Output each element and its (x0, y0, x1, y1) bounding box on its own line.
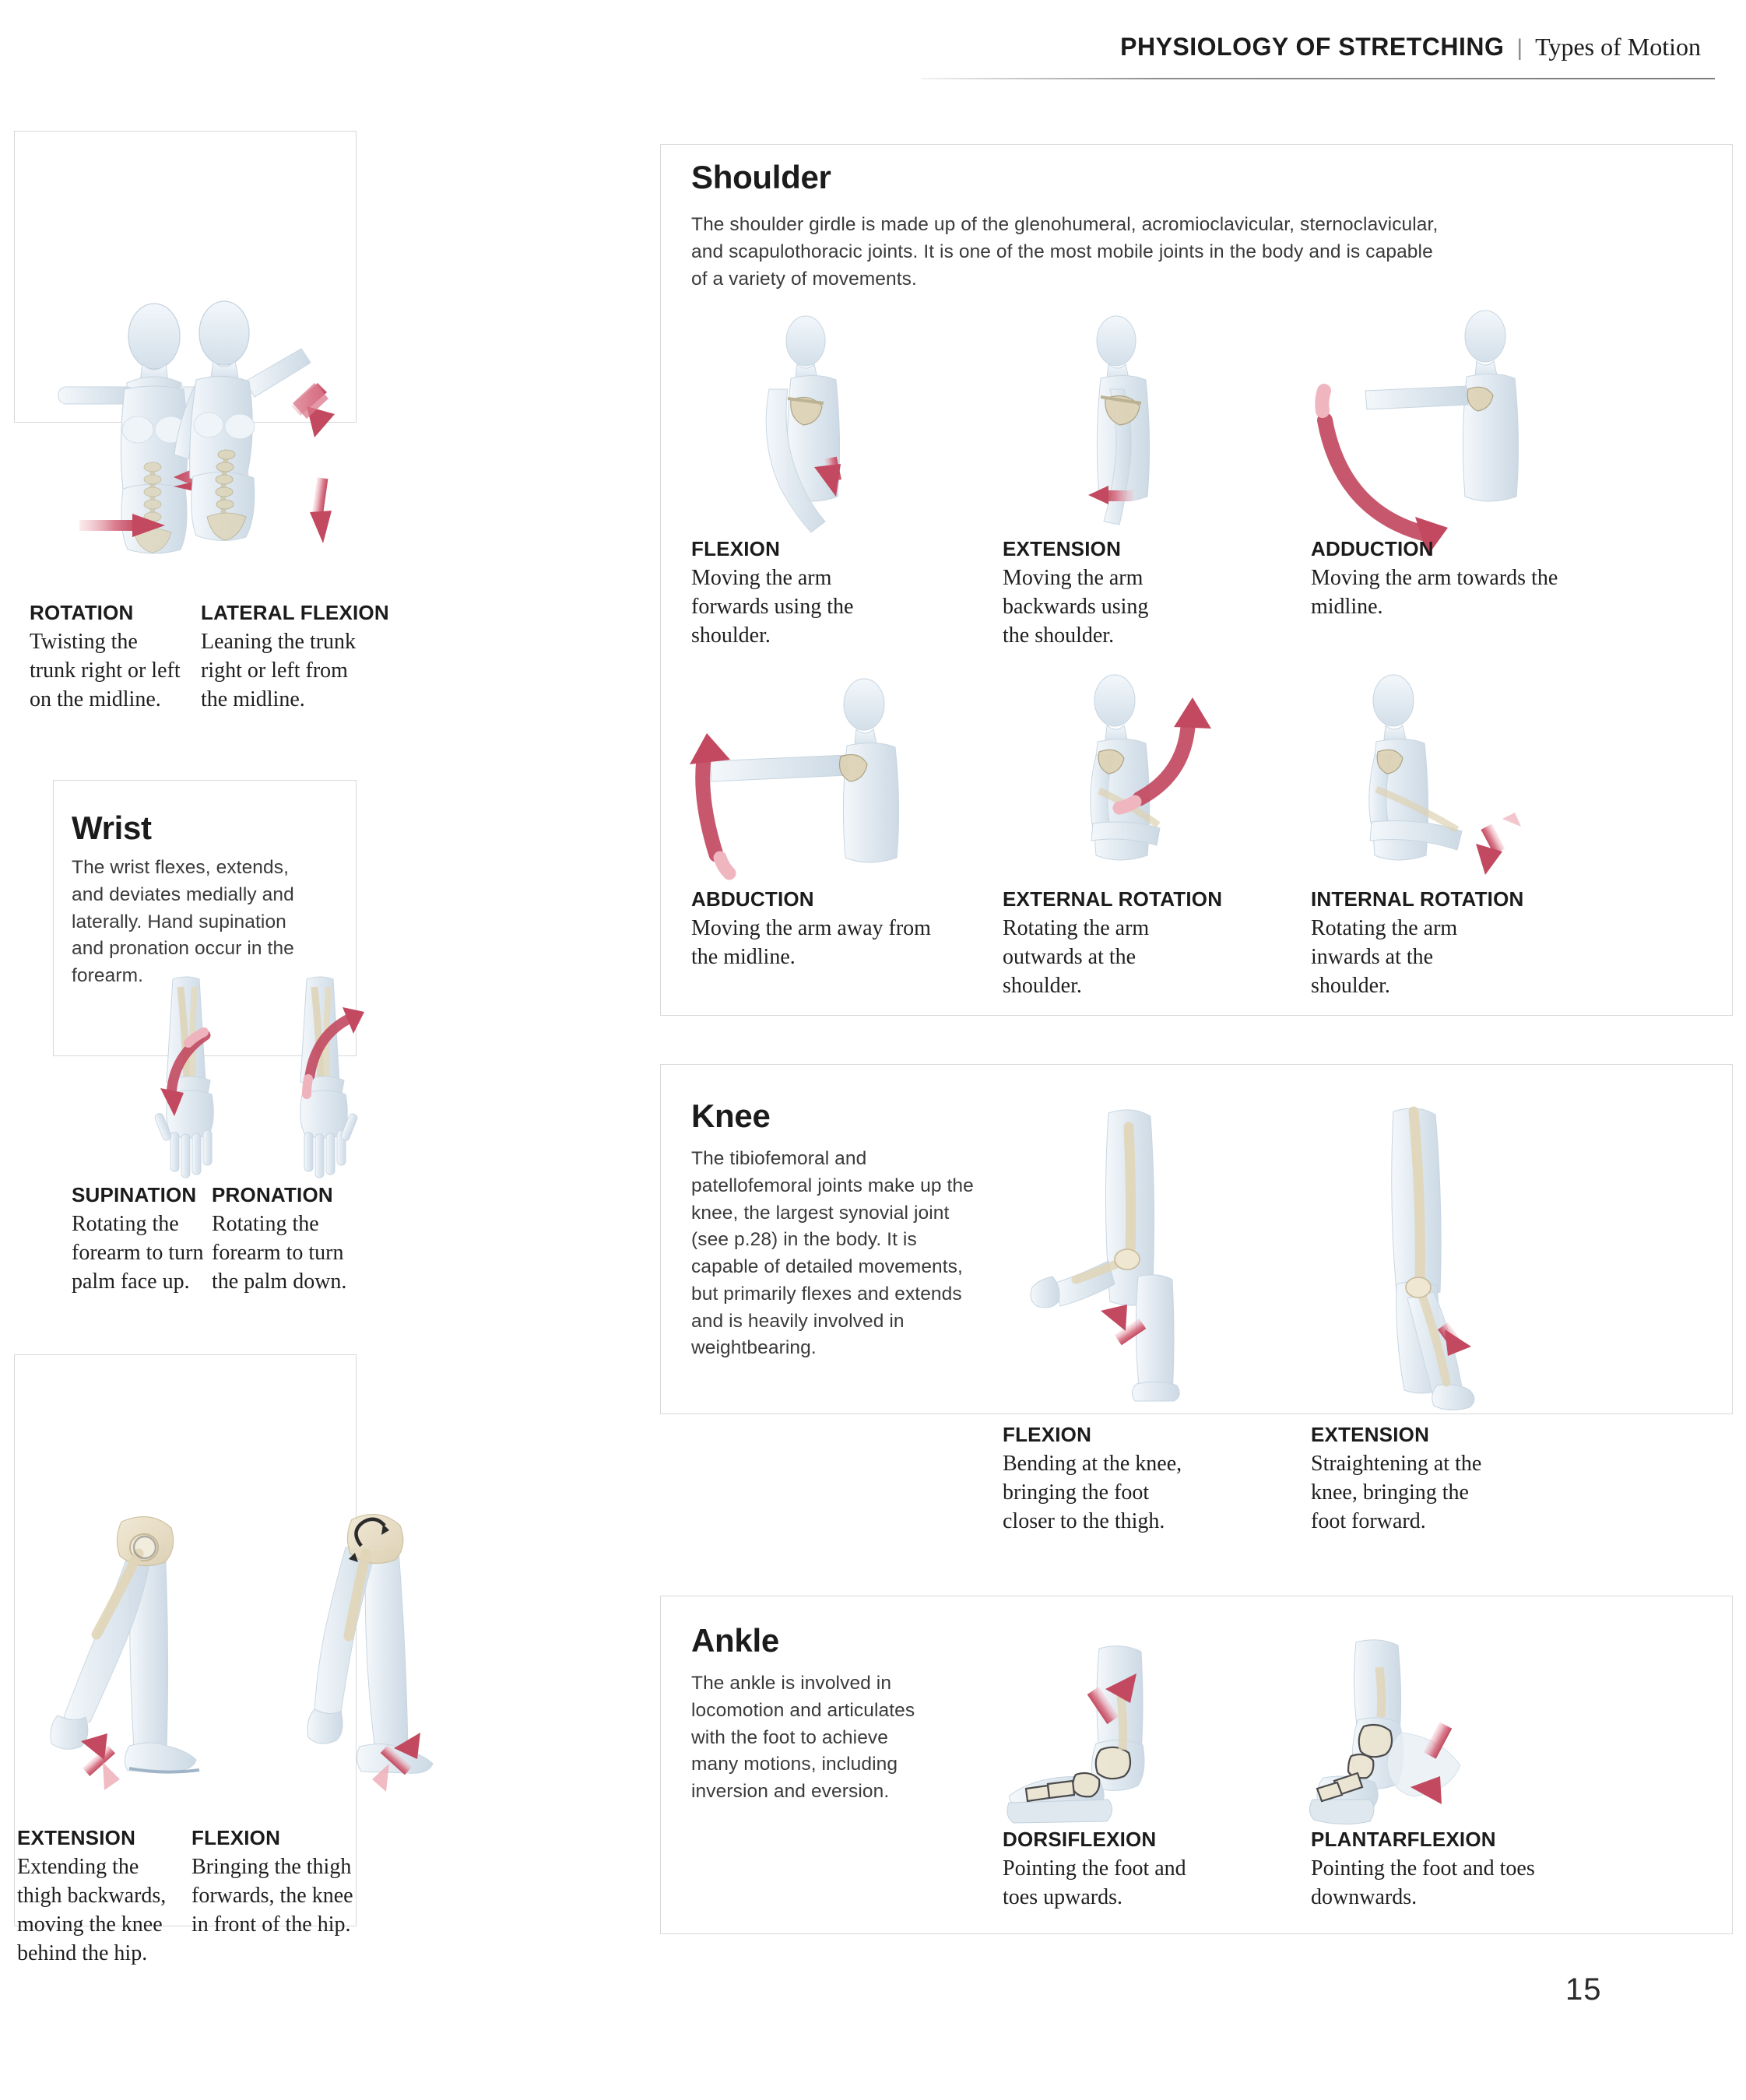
header-title: PHYSIOLOGY OF STRETCHING (1120, 33, 1505, 61)
caption-text: Moving the arm forwards using the should… (691, 566, 854, 648)
caption-knee-flexion: FLEXION Bending at the knee, bringing th… (1003, 1423, 1197, 1536)
page-header: PHYSIOLOGY OF STRETCHING | Types of Moti… (1120, 33, 1701, 61)
panel-trunk (14, 131, 357, 423)
caption-text: Rotating the forearm to turn palm face u… (72, 1212, 204, 1294)
header-separator: | (1516, 35, 1523, 61)
ankle-description: The ankle is involved in locomotion and … (691, 1673, 915, 1803)
caption-title: EXTERNAL ROTATION (1003, 887, 1223, 911)
arrow-up-right (372, 1733, 420, 1792)
caption-knee-extension: EXTENSION Straightening at the knee, bri… (1311, 1423, 1509, 1536)
caption-title: SUPINATION (72, 1183, 197, 1206)
caption-wrist-pronation: PRONATION Rotating the forearm to turn t… (212, 1183, 350, 1297)
header-subtitle: Types of Motion (1535, 33, 1701, 61)
panel-ankle (660, 1596, 1733, 1934)
caption-hip-extension: EXTENSION Extending the thigh backwards,… (17, 1826, 184, 1968)
shoulder-description: The shoulder girdle is made up of the gl… (691, 214, 1439, 290)
caption-title: LATERAL FLEXION (201, 601, 389, 624)
caption-text: Leaning the trunk right or left from the… (201, 630, 357, 711)
caption-title: FLEXION (1003, 1423, 1092, 1446)
caption-text: Moving the arm away from the midline. (691, 916, 931, 969)
arrow-left-upper (174, 465, 249, 496)
caption-title: FLEXION (191, 1826, 281, 1849)
panel-knee (660, 1064, 1733, 1414)
shoulder-heading: Shoulder (691, 159, 831, 195)
caption-text: Moving the arm towards the midline. (1311, 566, 1558, 619)
caption-title: FLEXION (691, 537, 781, 560)
caption-hip-flexion: FLEXION Bringing the thigh forwards, the… (191, 1826, 359, 1940)
caption-ankle-plantarflexion: PLANTARFLEXION Pointing the foot and toe… (1311, 1828, 1537, 1912)
caption-text: Bending at the knee, bringing the foot c… (1003, 1452, 1182, 1533)
knee-heading: Knee (691, 1097, 771, 1134)
arrow-down (310, 477, 332, 543)
arrow-right-lower (79, 514, 165, 537)
wrist-heading: Wrist (72, 809, 152, 846)
caption-text: Twisting the trunk right or left on the … (30, 630, 181, 711)
caption-shoulder-extension: EXTENSION Moving the arm backwards using… (1003, 537, 1166, 651)
caption-text: Straightening at the knee, bringing the … (1311, 1452, 1482, 1533)
caption-text: Moving the arm backwards using the shoul… (1003, 566, 1149, 648)
caption-shoulder-adduction: ADDUCTION Moving the arm towards the mid… (1311, 537, 1560, 622)
caption-text: Rotating the forearm to turn the palm do… (212, 1212, 347, 1294)
caption-title: EXTENSION (17, 1826, 136, 1849)
caption-title: EXTENSION (1003, 537, 1122, 560)
caption-title: ROTATION (30, 601, 134, 624)
caption-shoulder-flexion: FLEXION Moving the arm forwards using th… (691, 537, 859, 651)
header-rule (921, 78, 1715, 79)
caption-title: EXTENSION (1311, 1423, 1430, 1446)
caption-title: ABDUCTION (691, 887, 814, 911)
caption-wrist-supination: SUPINATION Rotating the forearm to turn … (72, 1183, 208, 1297)
page-number: 15 (1565, 1972, 1602, 2007)
caption-ankle-dorsiflexion: DORSIFLEXION Pointing the foot and toes … (1003, 1828, 1221, 1912)
caption-text: Bringing the thigh forwards, the knee in… (191, 1855, 353, 1937)
caption-shoulder-abduction: ABDUCTION Moving the arm away from the m… (691, 887, 948, 972)
caption-title: PRONATION (212, 1183, 333, 1206)
caption-text: Pointing the foot and toes downwards. (1311, 1856, 1535, 1909)
caption-text: Pointing the foot and toes upwards. (1003, 1856, 1186, 1909)
wrist-description: The wrist flexes, extends, and deviates … (72, 857, 294, 987)
caption-title: ADDUCTION (1311, 537, 1434, 560)
caption-trunk-lateral-flexion: LATERAL FLEXION Leaning the trunk right … (201, 601, 389, 715)
caption-title: DORSIFLEXION (1003, 1828, 1157, 1851)
caption-text: Rotating the arm inwards at the shoulder… (1311, 916, 1458, 998)
caption-shoulder-external-rotation: EXTERNAL ROTATION Rotating the arm outwa… (1003, 887, 1223, 1001)
panel-shoulder (660, 144, 1733, 1016)
knee-description: The tibiofemoral and patellofemoral join… (691, 1148, 974, 1359)
caption-title: PLANTARFLEXION (1311, 1828, 1496, 1851)
caption-trunk-rotation: ROTATION Twisting the trunk right or lef… (30, 601, 185, 715)
caption-title: INTERNAL ROTATION (1311, 887, 1524, 911)
caption-shoulder-internal-rotation: INTERNAL ROTATION Rotating the arm inwar… (1311, 887, 1524, 1001)
ankle-heading: Ankle (691, 1622, 779, 1659)
caption-text: Extending the thigh backwards, moving th… (17, 1855, 167, 1965)
caption-text: Rotating the arm outwards at the shoulde… (1003, 916, 1150, 998)
